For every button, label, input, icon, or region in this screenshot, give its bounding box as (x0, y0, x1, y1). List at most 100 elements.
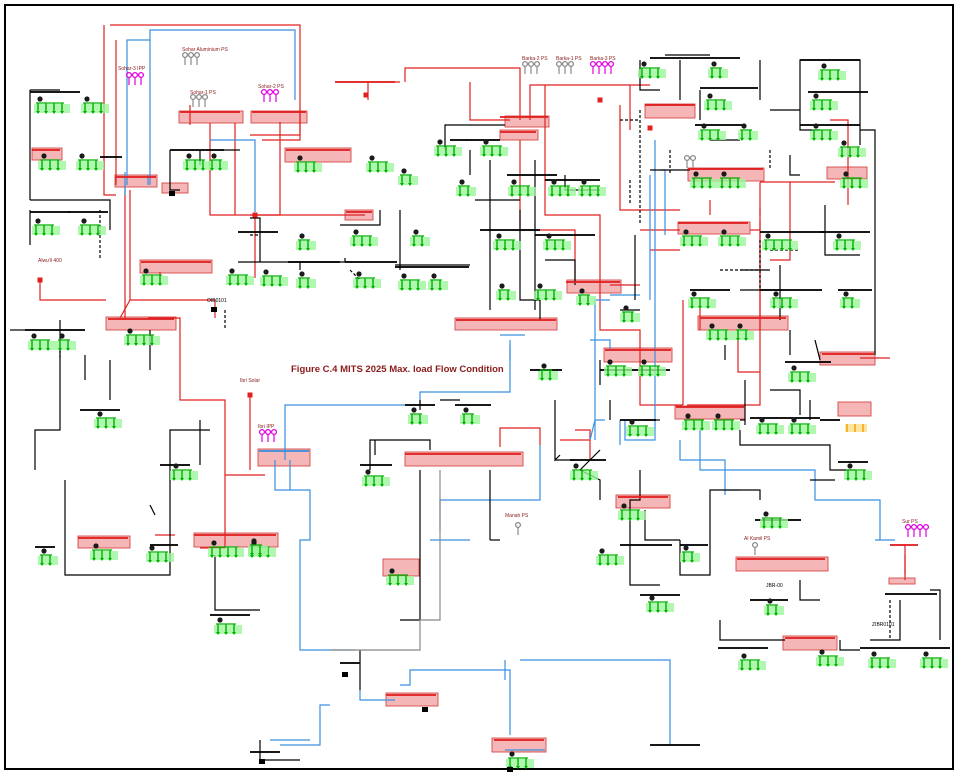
transformer-symbol (551, 179, 557, 185)
load-arrow (870, 666, 874, 669)
load-arrow (766, 613, 770, 616)
transformer-symbol (763, 511, 769, 517)
blue-transmission-line (589, 419, 605, 441)
transformer-symbol (84, 96, 90, 102)
load-arrow (766, 432, 770, 435)
substation-highlight (178, 110, 244, 124)
load-arrow (452, 154, 456, 157)
generators (37, 51, 930, 772)
load-arrow (172, 478, 176, 481)
busbar (150, 544, 178, 546)
busbar (68, 211, 108, 213)
load-group (620, 305, 640, 323)
load-arrow (30, 348, 34, 351)
substation-highlight (499, 129, 539, 141)
red-marker (597, 97, 603, 103)
busbar (678, 222, 748, 224)
red-transmission-line (103, 25, 116, 196)
load-glow (704, 101, 732, 110)
generator-group (555, 60, 575, 74)
load-arrow (690, 244, 694, 247)
transformer-symbol (709, 323, 715, 329)
load-arrow (38, 348, 42, 351)
load-arrow (88, 233, 92, 236)
load-arrow (730, 428, 734, 431)
load-arrow (52, 111, 56, 114)
busbar (180, 111, 240, 113)
load-glow (638, 367, 666, 376)
black-transmission-line (259, 740, 300, 761)
load-glow (844, 471, 872, 480)
load-arrow (714, 108, 718, 111)
load-arrow (886, 666, 890, 669)
busbar (405, 453, 521, 455)
load-arrow (150, 343, 154, 346)
load-glow (604, 367, 632, 376)
black-transmission-line (250, 217, 261, 262)
busbar (345, 261, 397, 263)
load-arrow (552, 298, 556, 301)
load-arrow (561, 248, 565, 251)
busbar (456, 319, 556, 321)
load-group (788, 365, 816, 383)
load-group (576, 288, 596, 306)
load-group (570, 463, 598, 481)
black-transmission-line (149, 504, 156, 516)
load-arrow (566, 194, 570, 197)
label-sohar1-ps: Sohar-1 PS (190, 90, 216, 96)
busbar (238, 231, 278, 233)
load-arrow (580, 194, 584, 197)
load-arrow (835, 248, 839, 251)
transformer-symbol (649, 595, 655, 601)
load-glow (538, 371, 558, 380)
black-transmission-line (444, 124, 505, 150)
load-arrow (736, 186, 740, 189)
busbar (820, 231, 870, 233)
red-transmission-line (890, 544, 906, 580)
red-transmission-line (130, 299, 216, 318)
transformer-symbol (791, 365, 797, 371)
load-arrow (518, 194, 522, 197)
load-arrow (828, 108, 832, 111)
busbar (645, 104, 695, 106)
load-glow (460, 415, 480, 424)
generator-group (514, 521, 522, 535)
load-arrow (298, 248, 302, 251)
busbar (885, 593, 937, 595)
substation-highlight (735, 556, 829, 572)
load-arrow (700, 138, 704, 141)
load-glow (398, 281, 426, 290)
red-transmission-line (544, 85, 601, 283)
busbar (108, 318, 174, 320)
load-arrow (511, 248, 515, 251)
generator-group (260, 88, 280, 102)
load-arrow (108, 558, 112, 561)
load-arrow (820, 138, 824, 141)
transformer-symbol (541, 363, 547, 369)
load-group (840, 291, 860, 309)
load-arrow (185, 168, 189, 171)
transformer-symbol (229, 268, 235, 274)
load-arrow (706, 306, 710, 309)
red-transmission-line (469, 82, 510, 121)
load-glow (140, 276, 168, 285)
load-arrow (278, 284, 282, 287)
transformer-symbol (499, 283, 505, 289)
load-group (868, 651, 896, 669)
generator-symbol (601, 60, 609, 68)
load-group (718, 229, 746, 247)
load-arrow (572, 478, 576, 481)
load-arrow (748, 668, 752, 671)
load-arrow (588, 478, 592, 481)
load-group (183, 153, 211, 171)
red-transmission-line (599, 283, 683, 406)
transmission-lines (10, 24, 941, 761)
generator-group (181, 51, 201, 65)
busbar (480, 229, 540, 231)
generator-group (683, 154, 697, 168)
load-arrow (498, 154, 502, 157)
black-transmission-line (770, 389, 801, 415)
load-arrow (430, 288, 434, 291)
transformer-symbol (263, 269, 269, 275)
terminal-block (169, 191, 175, 196)
